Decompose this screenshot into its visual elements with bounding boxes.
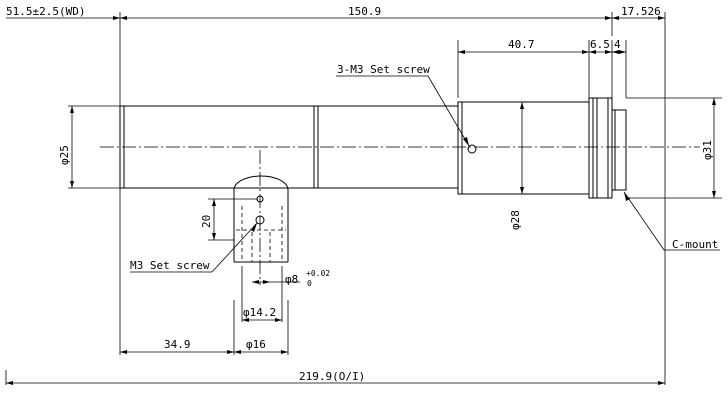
dimension-lines [6,16,716,385]
dim-phi8-label: φ8 [285,273,298,286]
dim-20-label: 20 [200,215,213,228]
dimension-labels: 51.5±2.5(WD) 150.9 17.526 40.7 6.5 4 φ25… [6,5,714,383]
dim-phi8-tol-lower: 0 [307,279,312,288]
dim-34-9-label: 34.9 [164,338,191,351]
dim-phi25-label: φ25 [58,145,71,165]
dim-4-label: 4 [614,38,621,51]
lens-body [119,97,627,263]
dim-17-526-label: 17.526 [621,5,661,18]
callout-labels: 3-M3 Set screw M3 Set screw C-mount [130,63,718,272]
dim-6-5-label: 6.5 [590,38,610,51]
leader-lines [130,75,720,273]
dim-phi31-label: φ31 [701,140,714,160]
dim-phi14-2-label: φ14.2 [243,306,276,319]
dim-wd-label: 51.5±2.5(WD) [6,5,85,18]
dim-phi16-label: φ16 [246,338,266,351]
callout-set-screw-bottom: M3 Set screw [130,259,210,272]
callout-c-mount: C-mount [672,238,718,251]
dim-phi8-tol-upper: +0.02 [306,269,330,278]
callout-set-screw-top: 3-M3 Set screw [337,63,430,76]
dim-150-9-label: 150.9 [348,5,381,18]
dim-overall-label: 219.9(O/I) [299,370,365,383]
dim-phi28-label: φ28 [509,210,522,230]
dim-40-7-label: 40.7 [508,38,535,51]
center-lines [100,146,700,285]
